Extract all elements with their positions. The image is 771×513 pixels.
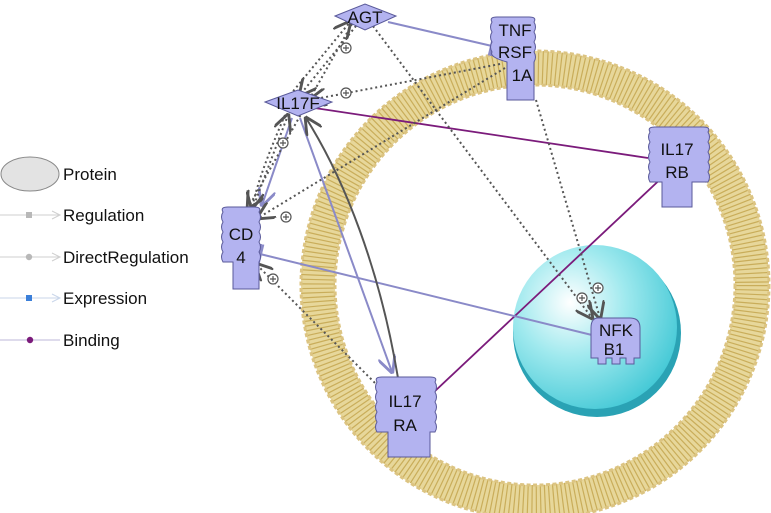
legend-label-expression: Expression: [63, 289, 147, 308]
node-agt[interactable]: AGT: [333, 3, 398, 31]
legend-item-binding: Binding: [0, 331, 120, 350]
edge-il17ra-il17f: [306, 118, 399, 379]
node-il17ra-label-2: RA: [393, 416, 417, 435]
legend-item-regulation: Regulation: [0, 206, 144, 225]
edge-nfkb1-cd4: [255, 243, 597, 337]
edge-binding-il17f-il17rb: [307, 106, 649, 159]
node-tnfrsf1a[interactable]: TNF RSF 1A: [490, 16, 536, 101]
node-cd4-label-2: 4: [236, 248, 245, 267]
node-il17rb[interactable]: IL17 RB: [648, 126, 710, 208]
edge-agt-cd4: [248, 23, 353, 208]
legend-item-expression: Expression: [0, 289, 147, 308]
legend: Protein Regulation DirectRegulation Expr…: [0, 156, 189, 350]
edge-agt-il17f: [300, 25, 357, 95]
binding-symbol-icon: [26, 336, 34, 344]
node-nfkb1-label-1: NFK: [599, 321, 634, 340]
legend-label-directregulation: DirectRegulation: [63, 248, 189, 267]
node-tnfrsf1a-label-2: RSF: [498, 43, 532, 62]
nodes: AGT IL17F TNF RSF 1A IL17 RB CD 4: [221, 3, 710, 458]
node-il17rb-label-2: RB: [665, 163, 689, 182]
legend-label-protein: Protein: [63, 165, 117, 184]
node-il17f-label: IL17F: [276, 94, 319, 113]
edge-il17f-cd4-regulation: [252, 114, 286, 208]
edges: [248, 21, 669, 393]
node-il17ra-label-1: IL17: [388, 392, 421, 411]
node-il17ra[interactable]: IL17 RA: [375, 376, 437, 458]
edge-cd4-il17f: [253, 115, 288, 206]
node-il17rb-label-1: IL17: [660, 140, 693, 159]
edge-il17f-il17ra-expression: [299, 117, 392, 372]
edge-agt-tnfrsf1a: [387, 21, 497, 57]
edge-il17f-cd4-expression: [262, 117, 293, 205]
direct-regulation-markers: [267, 42, 604, 304]
node-cd4[interactable]: CD 4: [221, 206, 261, 290]
directregulation-symbol-icon: [25, 253, 33, 261]
node-il17f[interactable]: IL17F: [263, 89, 334, 117]
node-cd4-label-1: CD: [229, 225, 254, 244]
legend-item-protein: Protein: [0, 156, 117, 192]
protein-symbol-icon: [0, 156, 60, 192]
edge-binding-il17rb-il17ra: [433, 171, 669, 393]
edge-agt-nfkb1: [369, 21, 592, 318]
node-agt-label: AGT: [348, 8, 383, 27]
node-tnfrsf1a-label-3: 1A: [512, 66, 533, 85]
node-nfkb1-label-2: B1: [604, 340, 625, 359]
regulation-symbol-icon: [26, 212, 32, 218]
legend-label-binding: Binding: [63, 331, 120, 350]
edge-il17f-agt: [289, 22, 350, 96]
legend-label-regulation: Regulation: [63, 206, 144, 225]
node-nfkb1[interactable]: NFK B1: [590, 317, 641, 365]
node-tnfrsf1a-label-1: TNF: [498, 21, 531, 40]
legend-item-directregulation: DirectRegulation: [0, 248, 189, 267]
expression-symbol-icon: [26, 295, 32, 301]
edge-tnfrsf1a-cd4: [258, 67, 506, 218]
